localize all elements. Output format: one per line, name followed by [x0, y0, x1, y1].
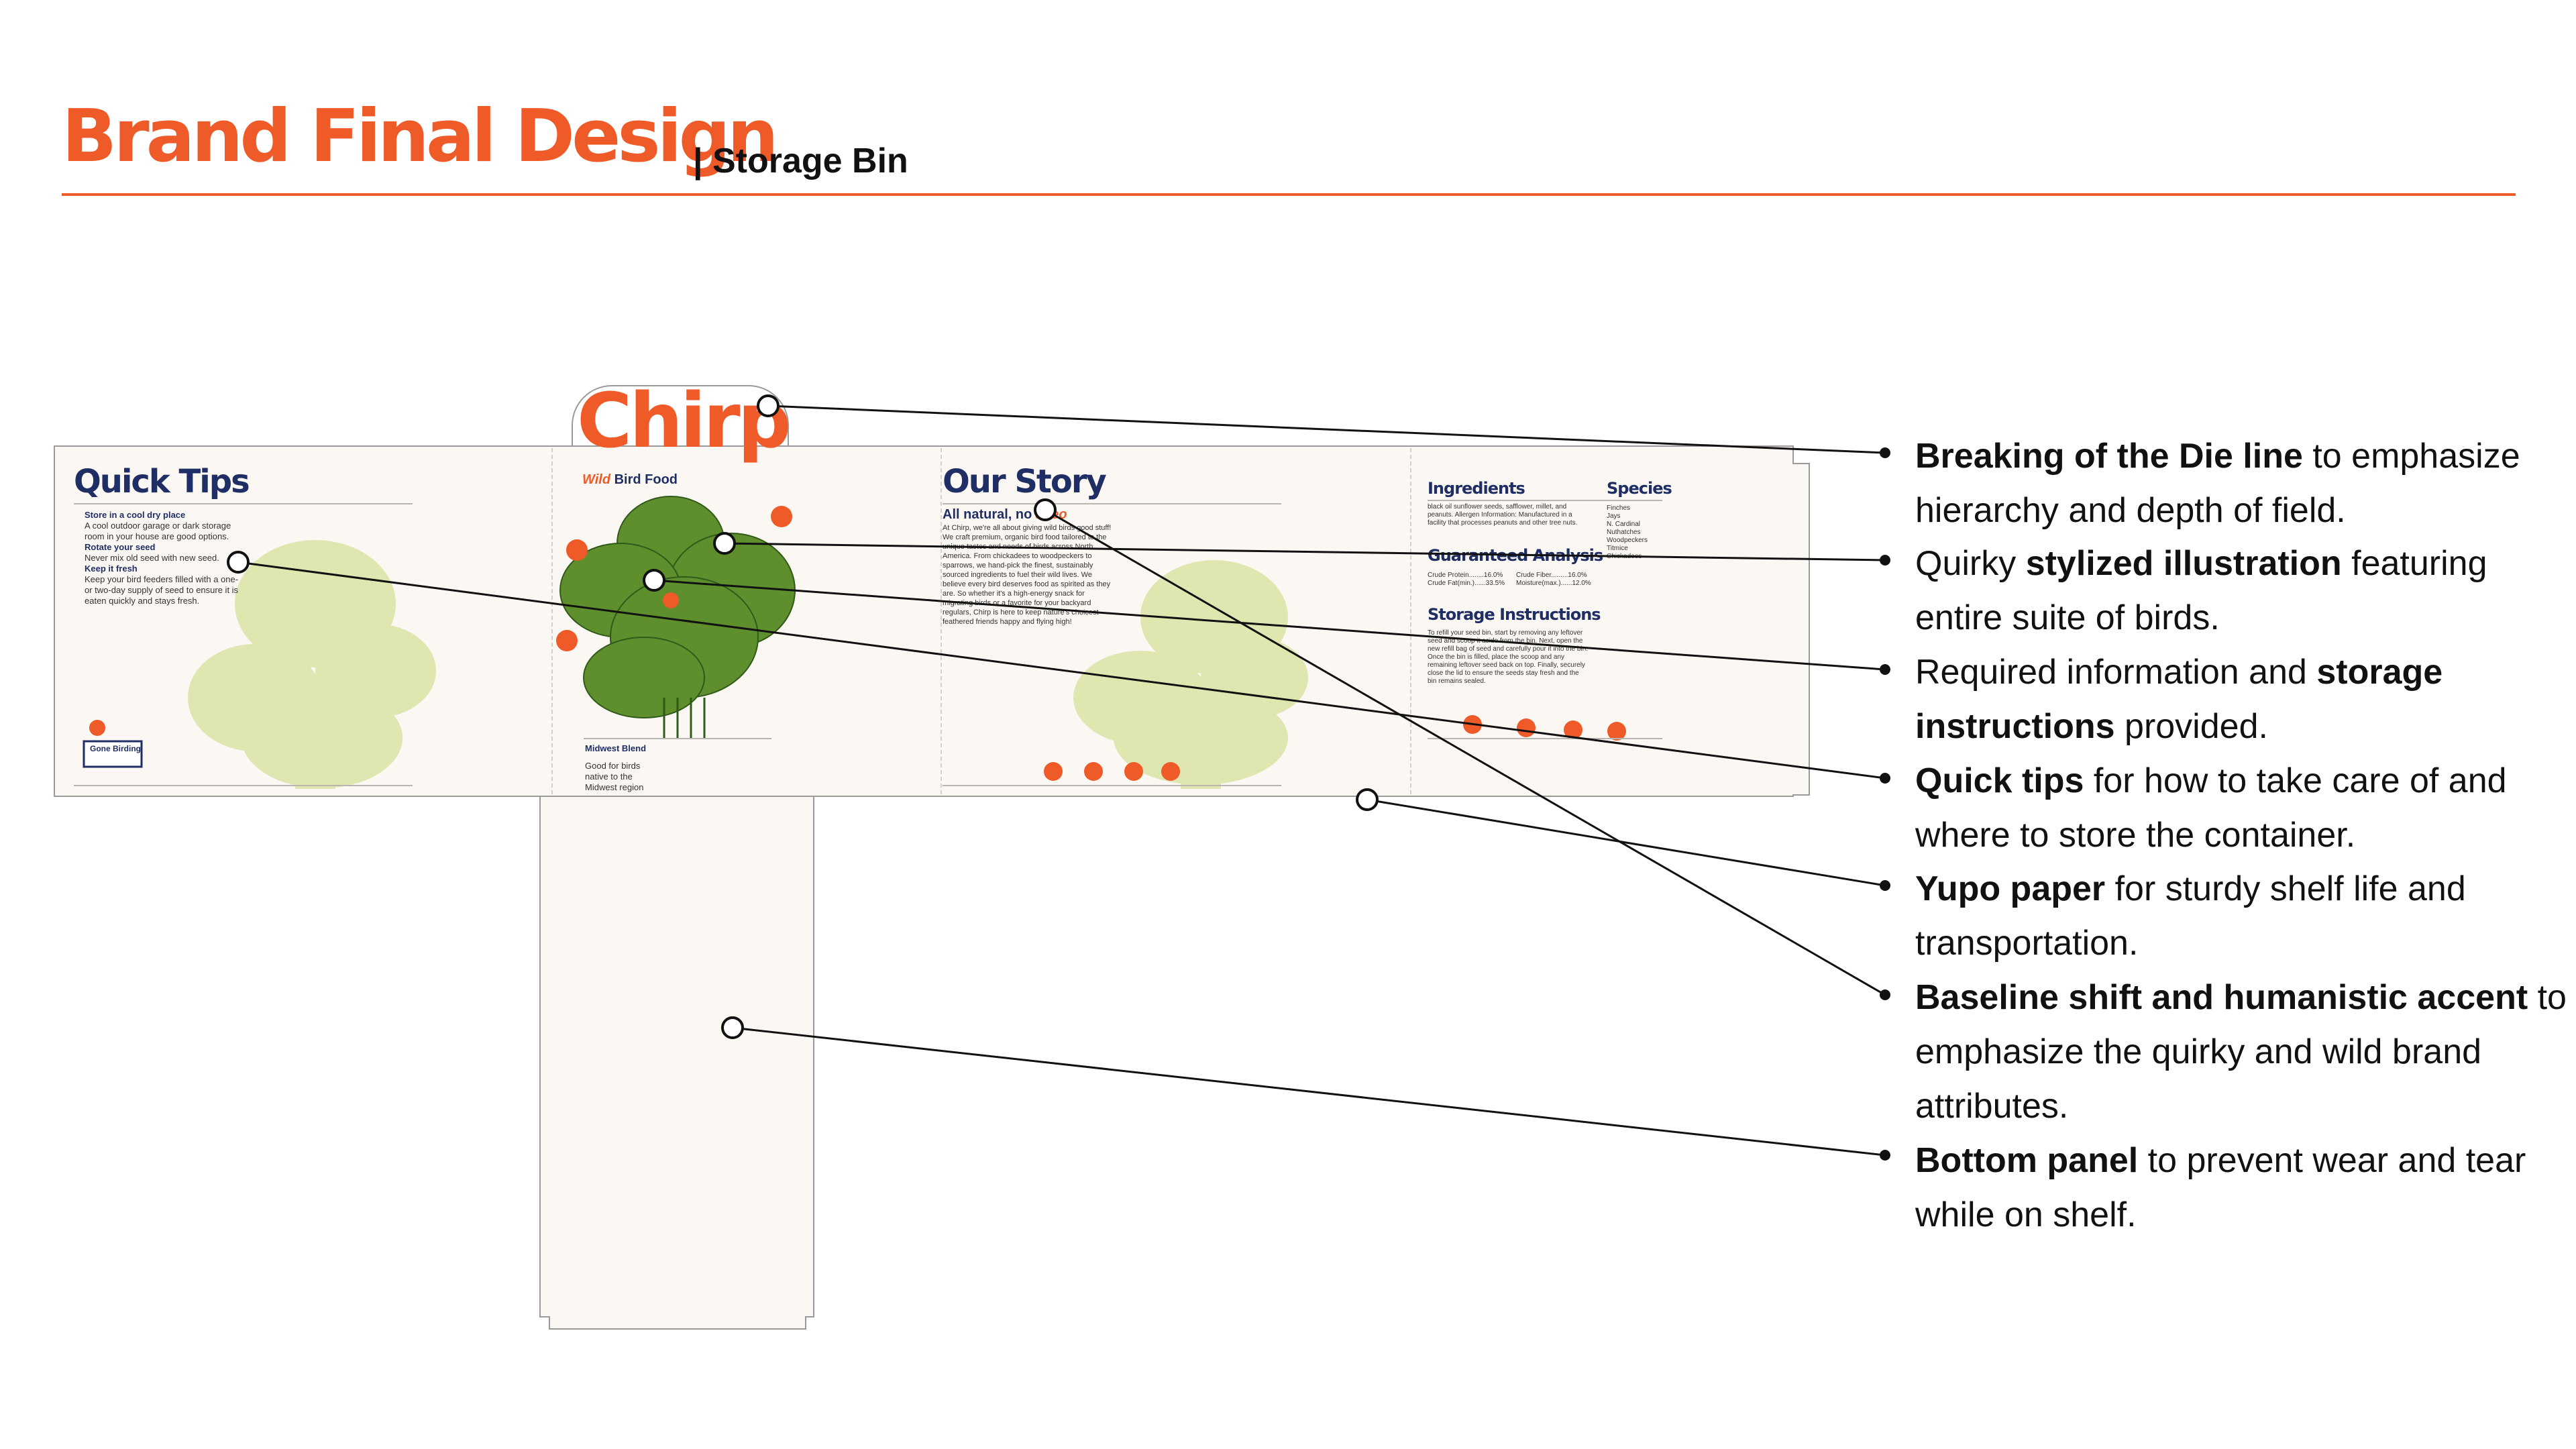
fold-line	[941, 448, 942, 794]
side-flap	[1792, 463, 1810, 796]
callout-illustration: Quirky stylized illustration featuring e…	[1915, 544, 2487, 637]
ingredients-text: black oil sunflower seeds, safflower, mi…	[1428, 503, 1578, 527]
region-title: Midwest Blend	[585, 743, 647, 753]
story-body: At Chirp, we're all about giving wild bi…	[943, 524, 1112, 626]
page-title: Brand Final Design	[62, 95, 779, 178]
gone-birding-sign	[83, 740, 143, 768]
bottom-panel	[539, 796, 814, 1318]
bottom-tuck-flap	[549, 1316, 806, 1330]
tree-light-left	[188, 540, 436, 789]
fold-line	[551, 448, 553, 794]
callout-marker	[721, 1016, 744, 1039]
storage-title: Storage Instructions	[1428, 605, 1601, 624]
tree-dark-center	[559, 496, 796, 718]
chirp-logo: Chirp	[577, 378, 792, 465]
callout-marker	[1356, 788, 1379, 811]
callout-marker	[757, 394, 780, 417]
product-name: Wild Bird Food	[582, 472, 678, 487]
callout-baseline: Baseline shift and humanistic accent to …	[1915, 978, 2567, 1126]
page-subtitle: | Storage Bin	[693, 142, 908, 180]
gone-birding-text: Gone Birding	[90, 744, 141, 753]
ingredients-title: Ingredients	[1428, 479, 1525, 498]
header-rule	[62, 193, 2516, 196]
fold-line	[1410, 448, 1411, 794]
region-text: Good for birds native to the Midwest reg…	[585, 761, 644, 792]
our-story-title: Our Story	[943, 463, 1107, 500]
callout-bottom-panel: Bottom panel to prevent wear and tear wh…	[1915, 1141, 2526, 1234]
bird-icons	[89, 506, 1626, 781]
callout-storage: Required information and storage instruc…	[1915, 653, 2443, 746]
callout-marker	[1034, 498, 1057, 521]
callout-marker	[643, 569, 665, 592]
species-title: Species	[1607, 479, 1672, 498]
callout-yupo: Yupo paper for sturdy shelf life and tra…	[1915, 869, 2466, 963]
tree-light-story	[1073, 560, 1308, 789]
tree-trunk-center	[663, 698, 706, 738]
callout-marker	[227, 551, 250, 574]
analysis-right: Crude Fiber.........16.0%Moisture(max.).…	[1516, 572, 1591, 587]
analysis-left: Crude Protein........16.0%Crude Fat(min.…	[1428, 572, 1505, 587]
callout-marker	[713, 532, 736, 555]
quick-tips-title: Quick Tips	[74, 463, 250, 500]
callout-quick-tips: Quick tips for how to take care of and w…	[1915, 761, 2507, 855]
callout-die-line: Breaking of the Die line to emphasize hi…	[1915, 437, 2520, 530]
panel-rules	[74, 500, 1662, 786]
